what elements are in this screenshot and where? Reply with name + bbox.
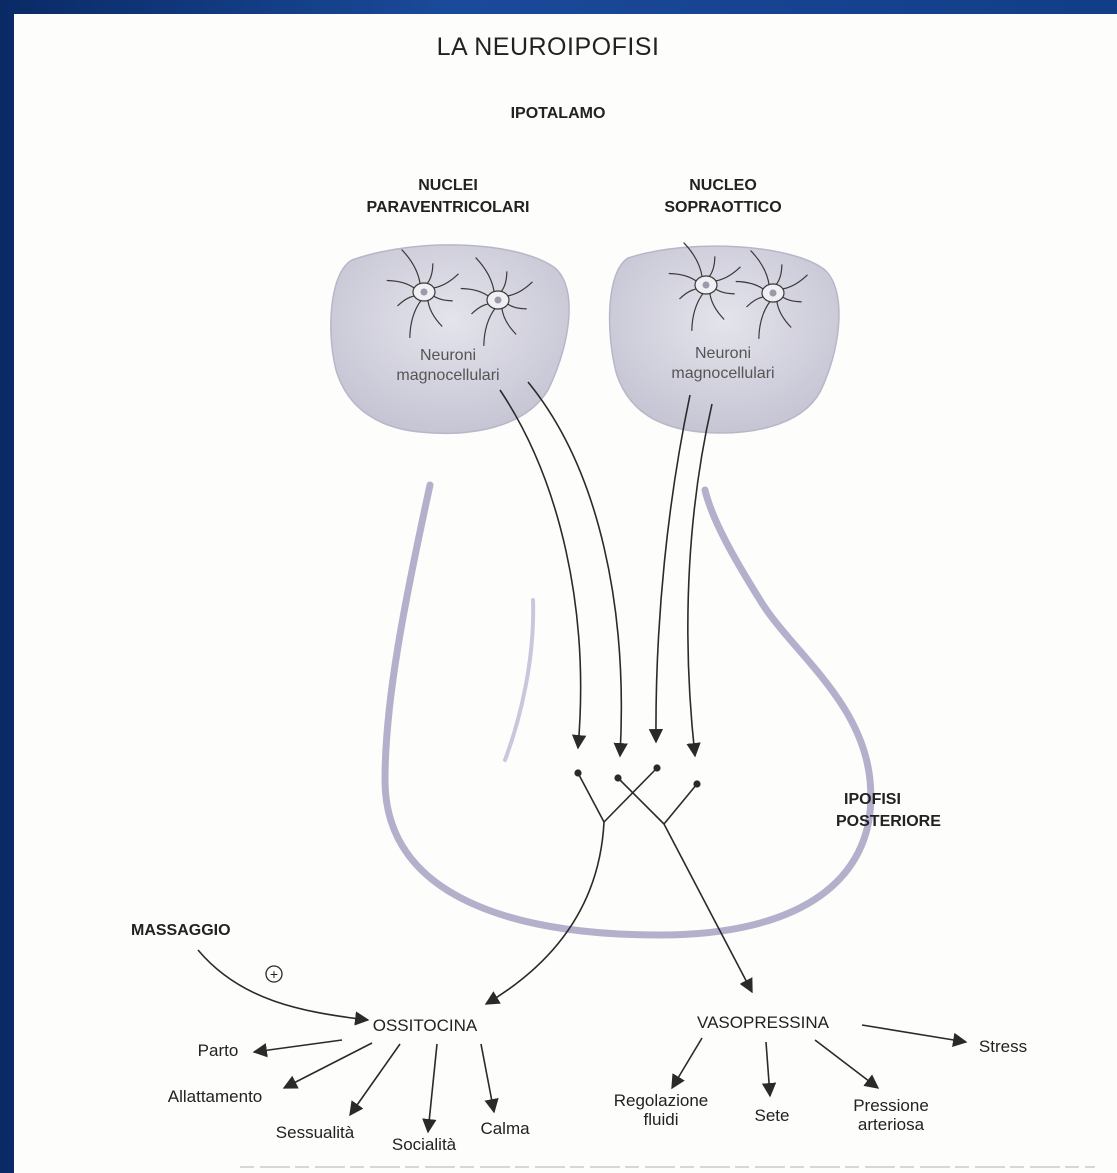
hypothalamus-label: IPOTALAMO [511,105,606,122]
effect-pressure-line2: arteriosa [858,1115,925,1134]
vasopressin-label: VASOPRESSINA [697,1013,830,1032]
vasopressin-branch-left [617,777,665,825]
effect-arrow-allattamento [282,1042,373,1089]
axon-arrow-paraventricular-2 [527,381,628,758]
paraventricular-cells-label-line1: Neuroni [420,347,476,364]
effect-arrow-parto [252,1039,343,1058]
posterior-pituitary-label-line2: POSTERIORE [836,813,941,830]
vasopressin-release-arrow [663,823,753,994]
posterior-pituitary-outline [381,481,875,939]
effect-arrow-stress [861,1024,968,1048]
effect-arrow-socialita [422,1043,438,1134]
massage-label: MASSAGGIO [131,922,231,939]
oxytocin-branch-right [603,767,658,823]
supraoptic-nucleus [608,245,840,434]
plus-sign-icon: + [265,965,283,983]
oxytocin-label: OSSITOCINA [373,1016,478,1035]
effect-parto: Parto [198,1041,239,1060]
effect-arrow-sete [761,1041,777,1098]
oxytocin-release-arrow [484,821,605,1005]
posterior-pituitary-label-line1: IPOFISI [844,791,901,808]
neuron-cell [735,250,808,339]
svg-text:+: + [270,966,278,982]
neuron-cell [386,249,459,338]
vasopressin-branch-right [663,783,698,825]
effect-arrow-pressure [814,1039,880,1089]
massage-arrow [197,949,370,1026]
supraoptic-cells-label-line2: magnocellulari [671,365,774,382]
paraventricular-cells-label-line2: magnocellulari [396,367,499,384]
effect-arrow-fluids [671,1037,703,1090]
effect-stress: Stress [979,1037,1027,1056]
oxytocin-branch-left [577,772,605,823]
effect-pressure-line1: Pressione [853,1096,929,1115]
effect-socialita: Socialità [392,1135,457,1154]
supraoptic-cells-label-line1: Neuroni [695,345,751,362]
diagram-title: LA NEUROIPOFISI [437,33,660,61]
axon-arrow-supraoptic-1 [648,394,691,744]
axon-arrow-paraventricular-1 [499,389,587,750]
effect-sessualita: Sessualità [276,1123,355,1142]
pituitary-inner-stalk [503,598,536,762]
effect-fluids-line1: Regolazione [614,1091,709,1110]
supraoptic-label-line1: NUCLEO [689,177,757,194]
effect-arrow-sessualita [349,1043,401,1117]
paraventricular-nucleus [330,244,570,435]
neuron-cells [386,242,808,346]
effect-fluids-line2: fluidi [644,1110,679,1129]
neuron-cell [460,257,533,346]
paraventricular-label-line2: PARAVENTRICOLARI [367,199,530,216]
paraventricular-label-line1: NUCLEI [418,177,478,194]
diagram-page [14,14,1117,1173]
effect-allattamento: Allattamento [168,1087,263,1106]
effect-arrow-calma [480,1043,499,1114]
axon-arrow-supraoptic-2 [686,403,713,758]
supraoptic-label-line2: SOPRAOTTICO [664,199,781,216]
effect-calma: Calma [480,1119,530,1138]
neuron-cell [668,242,741,331]
effect-sete: Sete [755,1106,790,1125]
